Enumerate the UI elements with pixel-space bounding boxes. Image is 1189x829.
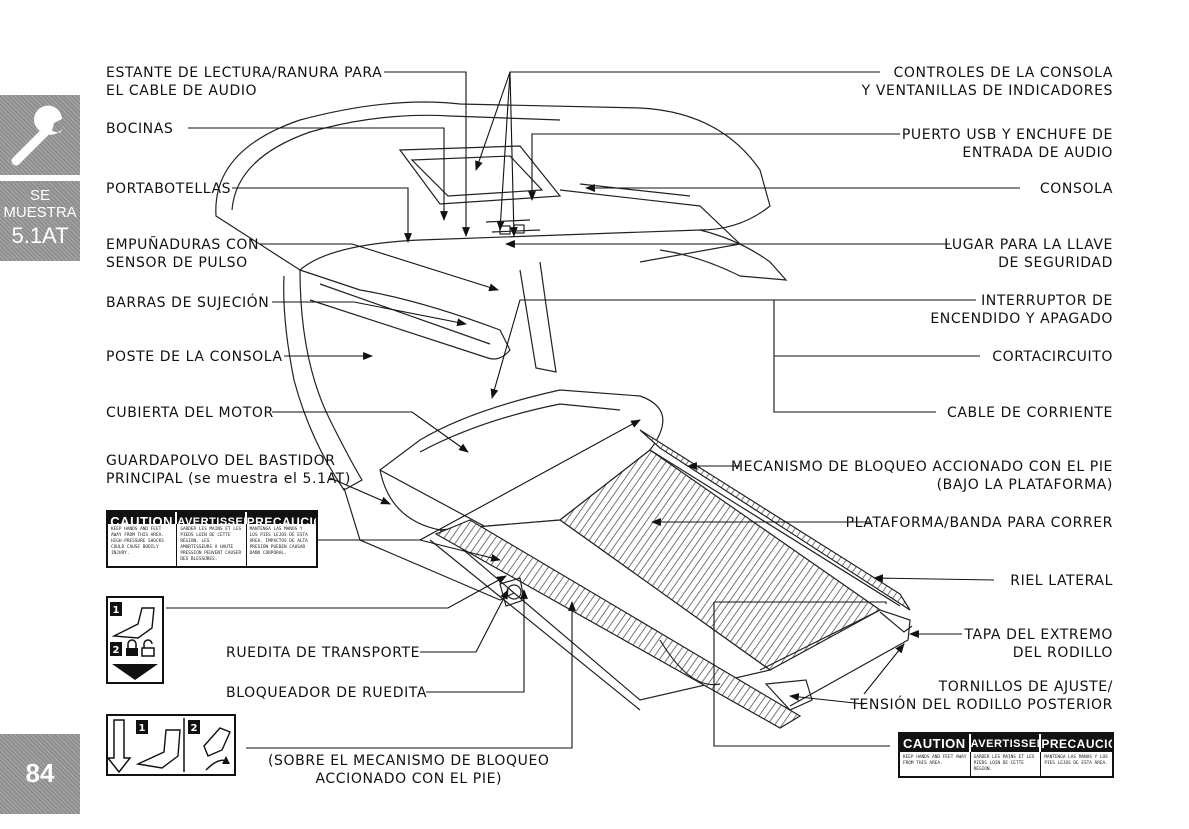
label-power-cord: CABLE DE CORRIENTE [946, 405, 1113, 421]
label-tension-bolts: TORNILLOS DE AJUSTE/TENSIÓN DEL RODILLO … [850, 679, 1113, 713]
step-number-2: 2 [113, 645, 120, 656]
warning-text-es: MANTENGA LAS MANOS Y LOS PIES LEJOS DE E… [249, 527, 308, 556]
label-console-mast: POSTE DE LA CONSOLA [106, 349, 283, 365]
warning-sticker-left: CAUTION AVERTISSEMENT PRECAUCIÓN KEEP HA… [106, 510, 318, 568]
label-speakers: BOCINAS [106, 121, 174, 137]
label-handrails: BARRAS DE SUJECIÓN [106, 295, 270, 311]
warning-text-fr: GARDER LES MAINS ET LES PIEDS LOIN DE CE… [177, 524, 247, 566]
label-deck-belt: PLATAFORMA/BANDA PARA CORRER [845, 515, 1113, 531]
arrow-down-icon [112, 664, 158, 680]
label-foot-lock: MECANISMO DE BLOQUEO ACCIONADO CON EL PI… [730, 459, 1113, 493]
right-side-rail [639, 429, 911, 611]
warning-header-precaucion: PRECAUCIÓN [246, 512, 316, 524]
warning-sticker-right: CAUTION AVERTISSEMENT PRECAUCIÓN KEEP HA… [898, 732, 1114, 778]
treadmill-drawing [215, 101, 913, 729]
rear-roller [759, 609, 911, 707]
step-number-2: 2 [191, 723, 198, 734]
page-number-tab: 84 [0, 734, 80, 814]
foot-release-pictogram: 1 2 [106, 714, 236, 776]
warning-text-fr: GARDER LES MAINS ET LES PIEDS LOIN DE CE… [971, 752, 1042, 776]
warning-text-es: MANTENGA LAS MANOS Y LOS PIES LEJOS DE E… [1044, 755, 1108, 766]
label-water-bottle-holder: PORTABOTELLAS [106, 181, 232, 197]
motor-hood [379, 389, 664, 531]
warning-text-en: KEEP HANDS AND FEET AWAY FROM THIS AREA. [900, 752, 971, 776]
step-number-1: 1 [139, 723, 146, 734]
console-screen [398, 145, 562, 205]
console-hood [215, 101, 771, 271]
model-note-line-2: MUESTRA [3, 204, 77, 221]
label-transport-wheel: RUEDITA DE TRANSPORTE [226, 645, 421, 661]
warning-header-caution: CAUTION [900, 734, 971, 752]
console-buttons [485, 219, 541, 233]
foot-icon [203, 727, 231, 757]
warning-text-en: KEEP HANDS AND FEET AWAY FROM THIS AREA.… [108, 524, 178, 566]
page-number: 84 [25, 758, 55, 788]
foot-icon [135, 729, 181, 769]
left-handrail [299, 269, 511, 360]
unlock-icon [143, 639, 153, 648]
warning-header-caution: CAUTION [108, 512, 178, 524]
warning-header-avertissement: AVERTISSEMENT [970, 734, 1042, 752]
model-note-line-1: SE [29, 187, 50, 204]
right-handrail [659, 229, 788, 281]
leader-lines [166, 71, 1020, 749]
warning-header-precaucion: PRECAUCIÓN [1041, 734, 1112, 752]
foot-lock-pictogram: 1 2 [106, 596, 164, 684]
wrench-icon [11, 105, 64, 166]
label-wheel-lock: BLOQUEADOR DE RUEDITA [226, 685, 428, 701]
foot-icon [111, 607, 155, 639]
label-circuit-breaker: CORTACIRCUITO [992, 349, 1113, 365]
step-number-1: 1 [113, 605, 120, 616]
label-motor-hood: CUBIERTA DEL MOTOR [106, 405, 274, 421]
model-note-tab: SE MUESTRA 5.1AT [0, 181, 80, 261]
left-side-rail [434, 519, 802, 729]
arrow-down-icon [108, 719, 132, 774]
warning-header-avertissement: AVERTISSEMENT [177, 512, 247, 524]
section-tab-wrench [0, 95, 80, 175]
label-console: CONSOLA [1039, 181, 1113, 197]
model-note-line-3: 5.1AT [11, 223, 69, 248]
console-tray [559, 189, 742, 263]
label-side-rail: RIEL LATERAL [1010, 573, 1113, 589]
lock-icon [127, 639, 137, 648]
